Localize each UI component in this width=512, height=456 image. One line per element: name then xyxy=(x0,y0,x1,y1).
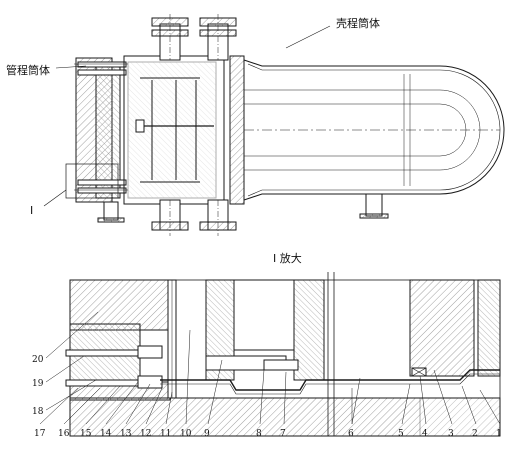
detail-frame xyxy=(65,163,119,199)
part-17: 17 xyxy=(34,429,46,439)
flange-left-top xyxy=(69,279,171,331)
shell-outline xyxy=(243,59,505,201)
part-7: 7 xyxy=(280,429,286,439)
saddle-supports xyxy=(97,193,389,223)
part-15: 15 xyxy=(80,429,92,439)
bolt-lower xyxy=(65,379,147,387)
part-5: 5 xyxy=(398,429,404,439)
part-3: 3 xyxy=(448,429,454,439)
part-numbers: 17 16 15 14 13 12 11 10 9 8 7 6 5 4 3 2 … xyxy=(32,355,502,439)
left-bolts xyxy=(74,61,128,194)
part-11: 11 xyxy=(160,429,171,439)
part-leaders xyxy=(39,311,501,425)
part-2: 2 xyxy=(472,429,478,439)
part-1: 1 xyxy=(496,429,502,439)
part-14: 14 xyxy=(100,429,112,439)
part-13: 13 xyxy=(120,429,132,439)
heat-exchanger-view xyxy=(43,14,505,236)
bolt-upper xyxy=(65,349,147,357)
part-8: 8 xyxy=(256,429,262,439)
part-12: 12 xyxy=(140,429,151,439)
part-18: 18 xyxy=(32,407,44,417)
part-4: 4 xyxy=(422,429,428,439)
detail-view xyxy=(65,272,501,437)
detail-marker-label: I xyxy=(30,204,33,217)
part-16: 16 xyxy=(58,429,70,439)
part-9: 9 xyxy=(204,429,210,439)
shell-flange xyxy=(229,55,245,205)
part-6: 6 xyxy=(348,429,354,439)
nozzles-bottom xyxy=(151,199,237,236)
part-19: 19 xyxy=(32,379,44,389)
part-20: 20 xyxy=(32,355,44,365)
tube-head-inner xyxy=(95,61,121,199)
shell-barrel-label: 壳程筒体 xyxy=(336,16,380,30)
part-10: 10 xyxy=(180,429,192,439)
tube-bundle xyxy=(244,74,500,186)
tube-barrel-label: 管程筒体 xyxy=(6,63,50,77)
detail-title: I 放大 xyxy=(273,251,302,265)
nozzles-top xyxy=(151,14,237,61)
